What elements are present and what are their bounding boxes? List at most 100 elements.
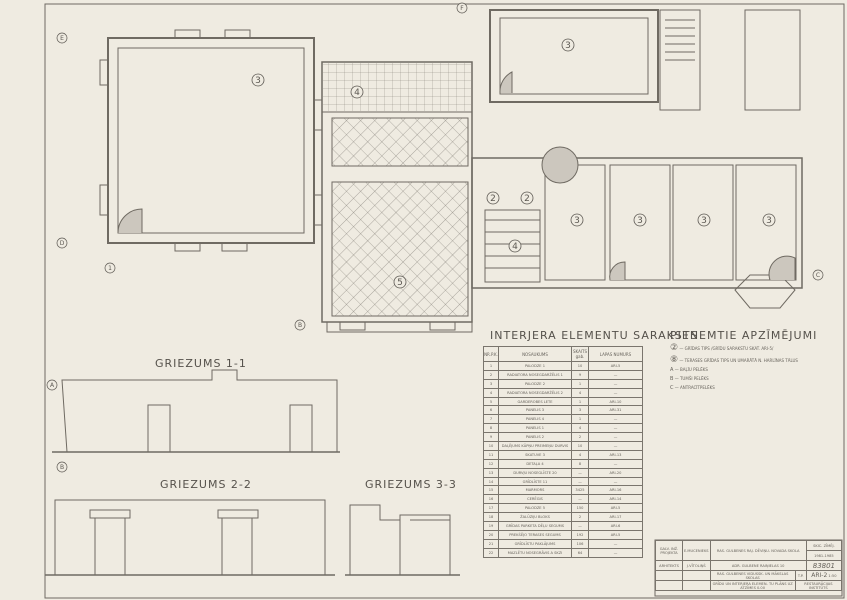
role: ARHITEKTS xyxy=(655,560,683,571)
table-cell: 10 xyxy=(483,441,499,451)
table-cell: — xyxy=(571,467,589,478)
axis-marker: E xyxy=(56,32,68,44)
axis-label: A xyxy=(50,382,55,389)
section-1-1 xyxy=(52,369,340,453)
table-cell: 17 xyxy=(483,503,499,514)
legend-text: — GRĪDAS TIPS /GRĪDU SARAKSTU SKAT. ARI-… xyxy=(679,346,774,351)
legend-text: — ANTRACĪTPELĒKS xyxy=(674,385,715,390)
table-cell: 13 xyxy=(483,467,499,478)
table-cell: ARI-20 xyxy=(588,467,643,478)
room-number-marker: 2 xyxy=(486,191,500,205)
table-cell: — xyxy=(588,441,643,451)
table-cell: ARI-5 xyxy=(588,529,643,540)
table-cell: — xyxy=(588,387,643,398)
table-cell: 106 xyxy=(571,538,589,549)
table-cell: PANELIS 1 xyxy=(498,423,572,434)
table-cell: 64 xyxy=(571,547,589,558)
room-right-top xyxy=(489,9,659,103)
name: E.MUCENIEKS xyxy=(682,540,711,561)
room-number-marker: 2 xyxy=(520,191,534,205)
right-bottom-block xyxy=(471,157,803,289)
table-cell: RADIATORA NOSEGDARŽĒLIS 1 xyxy=(498,369,572,380)
table-cell: PALODZE 5 xyxy=(498,503,572,514)
col-header: NR.P.K. xyxy=(483,346,499,362)
table-cell: DAĻĒJUMS KĀPŅU PREIMEŅU DURVIS xyxy=(498,441,572,451)
table-cell: PALODZE 1 xyxy=(498,361,572,371)
section-title-3-3: GRIEZUMS 3-3 xyxy=(365,478,457,491)
room-number: 2 xyxy=(524,194,530,204)
stair xyxy=(659,9,701,111)
building: RAS. GULBENES VIDUSSK. UN MĀKSLAS SKOLAS xyxy=(709,570,796,581)
table-cell: 2 xyxy=(571,512,589,523)
table-cell: 192 xyxy=(571,529,589,540)
table-cell: 9 xyxy=(571,369,589,380)
table-cell: GRĪDAS PARKETA DĒĻU SEGUMS xyxy=(498,521,572,531)
sheet-title: GRĪDU UN INTERJERA ELEMEN- TU PLĀNS UZ A… xyxy=(709,580,796,591)
legend-item: ② — GRĪDAS TIPS /GRĪDU SARAKSTU SKAT. AR… xyxy=(670,343,773,353)
room-number-marker: 4 xyxy=(350,85,364,99)
table-cell: 150 xyxy=(571,503,589,514)
table-cell: 15 xyxy=(483,485,499,496)
legend-symbol: ② xyxy=(670,343,679,353)
scale: 1:50 xyxy=(828,574,837,578)
table-cell: 18 xyxy=(483,512,499,523)
axis-label: E xyxy=(60,35,64,42)
axis-label: B xyxy=(60,464,64,471)
corridor-grid xyxy=(321,61,473,113)
door-swing xyxy=(117,208,143,234)
table-cell: 3425 xyxy=(571,485,589,496)
axis-label: D xyxy=(60,240,65,247)
table-cell: ARI-10 xyxy=(588,396,643,407)
table-cell: SKATUVE 3 xyxy=(498,449,572,460)
table-cell: 7 xyxy=(483,414,499,425)
table-cell: ARI-16 xyxy=(588,485,643,496)
table-cell: 8 xyxy=(571,458,589,469)
room-left-inner xyxy=(117,47,305,234)
table-cell: 1 xyxy=(483,361,499,371)
table-cell: 19 xyxy=(483,521,499,531)
room-number: 3 xyxy=(255,76,261,86)
legend-item: ⑧ — TERASES GRĪDAS TIPS UN UMARĀTĀ N. HA… xyxy=(670,355,798,365)
table-cell: ARI-5 xyxy=(588,361,643,371)
room-number: 3 xyxy=(565,41,571,51)
room-number-marker: 3 xyxy=(251,73,265,87)
room-number-marker: 3 xyxy=(633,213,647,227)
axis-marker: B xyxy=(294,319,306,331)
table-cell: — xyxy=(588,423,643,434)
legend-symbol: ⑧ xyxy=(670,355,679,365)
table-cell: — xyxy=(571,521,589,531)
table-cell: 4 xyxy=(571,387,589,398)
table-cell: — xyxy=(588,369,643,380)
room-number-marker: 3 xyxy=(570,213,584,227)
table-cell: MARMORS xyxy=(498,485,572,496)
col-header: NOSAUKUMS xyxy=(498,346,572,362)
legend-symbol: B xyxy=(670,376,674,382)
table-cell: 12 xyxy=(483,458,499,469)
table-cell: ARI-6 xyxy=(588,521,643,531)
room-number: 2 xyxy=(490,194,496,204)
room-number: 5 xyxy=(397,278,403,288)
table-cell: CERĒGIS xyxy=(498,494,572,505)
legend-text: — TERASES GRĪDAS TIPS UN UMARĀTĀ N. HARL… xyxy=(679,358,798,363)
elements-table: NR.P.K. NOSAUKUMS SKAITS gab. LAPAS NUMU… xyxy=(483,346,643,558)
room-number-marker: 5 xyxy=(393,275,407,289)
table-cell: 4 xyxy=(571,423,589,434)
axis-marker: 1 xyxy=(104,262,116,274)
table-cell: 20 xyxy=(483,529,499,540)
name: J.VĪTOLIŅŠ xyxy=(682,560,711,571)
table-cell: 8 xyxy=(483,423,499,434)
table-cell: 4 xyxy=(483,387,499,398)
table-cell: PANELIS 4 xyxy=(498,414,572,425)
room-number: 3 xyxy=(574,216,580,226)
table-cell: 2 xyxy=(483,369,499,380)
table-cell: ŽALŪZIJU BLOKS xyxy=(498,512,572,523)
